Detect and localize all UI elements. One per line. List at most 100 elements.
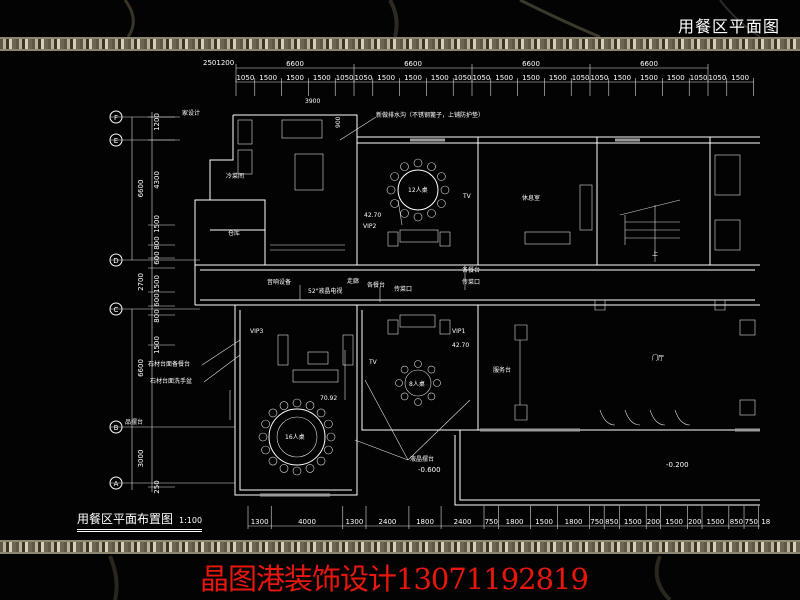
dim-bottom-label: 850 [605,518,618,526]
dim-top-row2-label: 1050 [236,74,254,82]
dim-top-row2-label: 1500 [495,74,513,82]
dim-top-row2-label: 1500 [640,74,658,82]
table-12-seat [397,169,439,211]
label-vip3-area: 70.92 [320,395,337,402]
dim-900: 900 [335,116,342,128]
label-tv-vip1: TV [368,359,378,366]
dim-top-row2-label: 1050 [472,74,490,82]
label-cold-kitchen: 冷菜间 [226,172,244,180]
dim-left-outer-label: 3000 [137,450,145,468]
dim-top-row1-label: 6600 [404,60,422,68]
dim-bottom-label: 850 [730,518,743,526]
watermark: 晶图港装饰设计13071192819 [200,562,589,596]
dim-top-row2-label: 1050 [590,74,608,82]
dim-top-row2-label: 1500 [731,74,749,82]
chair [261,419,270,429]
dim-bottom-label: 1800 [416,518,434,526]
chair [324,445,333,455]
dim-top-row2-label: 1050 [336,74,354,82]
chair [400,162,409,171]
chair [305,401,315,410]
dim-bottom-label: 1300 [251,518,269,526]
dim-left-inner-label: 800 [153,309,161,322]
chair [390,172,399,181]
chair [292,398,302,408]
chair [427,209,436,218]
label-audio: 音响设备 [267,278,291,286]
dim-left-inner-label: 600 [153,293,161,306]
dim-top-row2-label: 1500 [259,74,277,82]
dim-bottom-label: 750 [590,518,603,526]
chair [258,432,268,442]
chair [440,185,450,195]
chair [414,360,422,368]
label-vip1-area: 42.70 [452,342,469,349]
label-lobby: 门厅 [652,354,664,362]
dim-left-outer-label: 6600 [137,359,145,377]
dim-top-row2-label: 1500 [549,74,567,82]
dim-top-row2-label: 1500 [613,74,631,82]
chair [316,408,326,418]
dim-top-row2-label: 1500 [431,74,449,82]
dim-left-outer-label: 6600 [137,180,145,198]
dim-top-lead: 2501200 [203,59,234,67]
room-labels: 冷菜间 仓库 42.70 VIP2 12人桌 TV 休息室 上 音响设备 走廊 … [125,98,689,474]
table-16-seat [268,408,326,466]
dim-bottom-label: 1300 [345,518,363,526]
plan-caption-title: 用餐区平面布置图 [77,512,174,526]
dim-left-inner-label: 1500 [153,275,161,293]
chairs [258,158,450,476]
chair [413,212,423,222]
label-lounge: 休息室 [522,194,540,202]
label-lcd-tv: 52"液晶电视 [308,287,342,295]
dim-bottom-label: 4000 [298,518,316,526]
dim-top-row2-label: 1050 [354,74,372,82]
label-corridor: 走廊 [347,277,359,285]
label-service-desk: 服务台 [493,366,511,374]
label-level-0600: -0.600 [418,466,441,474]
dim-top-row2-label: 1500 [522,74,540,82]
chair [390,199,399,208]
label-vip2-area: 42.70 [364,212,381,219]
axis-label-F: F [114,114,118,122]
chair [413,158,423,168]
dim-top-row1-label: 6600 [640,60,658,68]
label-table-12: 12人桌 [408,186,428,194]
chair [324,419,333,429]
dim-top-row2-label: 1500 [404,74,422,82]
label-vip3: VIP3 [250,328,263,335]
label-stone-sideboard: 石材台面备餐台 [148,360,190,368]
chair [437,199,446,208]
chair [414,398,422,406]
label-stair-up: 上 [652,250,658,258]
chair [386,185,396,195]
dim-top-row2-label: 1050 [454,74,472,82]
axis-label-A: A [114,480,119,488]
chair [292,466,302,476]
dim-bottom-label: 1500 [665,518,683,526]
dim-top-row2-label: 1050 [572,74,590,82]
label-vip2: VIP2 [363,223,376,230]
dim-bottom-label: 1500 [707,518,725,526]
dim-top-row2-label: 1500 [667,74,685,82]
label-sideboard-1: 各餐台 [367,281,385,289]
dim-bottom-label: 2400 [454,518,472,526]
label-vip1: VIP1 [452,328,465,335]
chair [437,172,446,181]
chair [400,392,409,401]
walls [194,114,760,506]
dim-top-row2-label: 1500 [286,74,304,82]
label-table-8: 8人桌 [409,380,425,388]
axis-label-C: C [114,306,119,314]
chair [400,365,409,374]
chair [326,432,336,442]
dim-top-row2-label: 1050 [690,74,708,82]
axis-label-D: D [113,257,118,265]
page-title: 用餐区平面图 [677,17,780,36]
label-table-16: 16人桌 [285,433,305,441]
axis-label-B: B [114,424,119,432]
dim-left-inner-label: 800 [153,236,161,249]
